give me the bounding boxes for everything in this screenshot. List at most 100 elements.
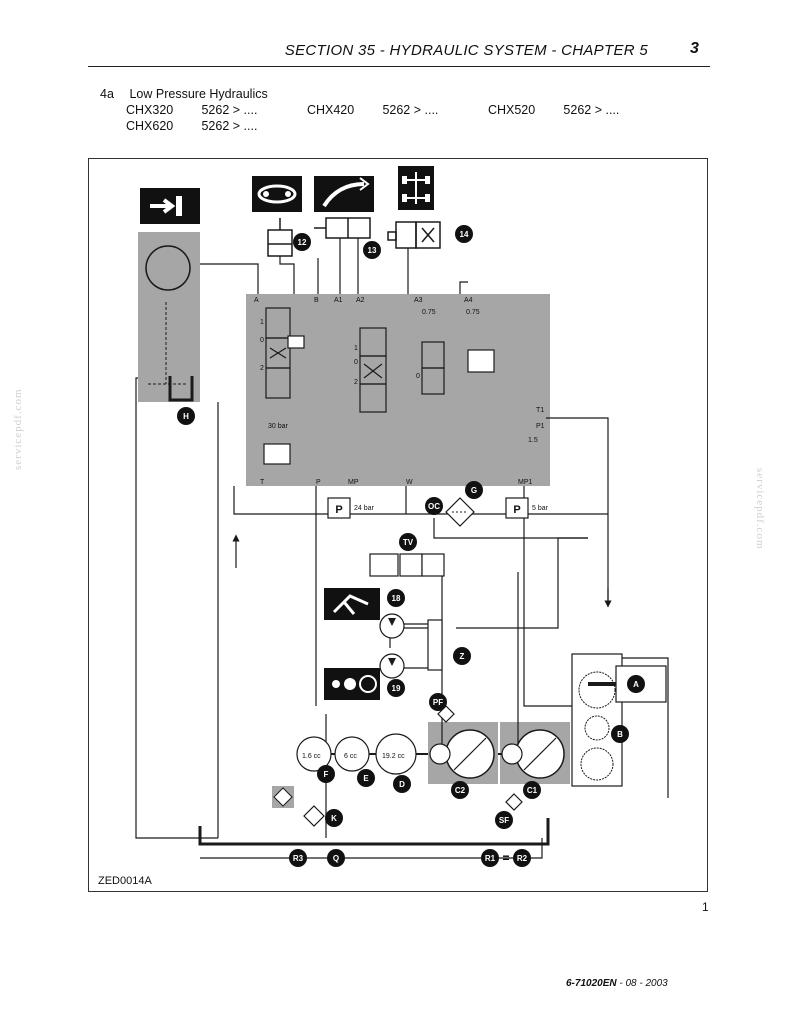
pump-f-displacement: 1.6 cc xyxy=(302,753,321,760)
filter-sf xyxy=(505,793,523,811)
callout-f-label: F xyxy=(324,770,329,779)
callout-k xyxy=(325,809,343,827)
cylinder-13 xyxy=(314,217,371,239)
section-title: SECTION 35 - HYDRAULIC SYSTEM - CHAPTER … xyxy=(284,42,648,59)
valve-spool-2 xyxy=(359,327,387,413)
pressure-setting-left: 24 bar xyxy=(354,505,375,512)
model-serial: 5262 > .... xyxy=(563,103,620,117)
callout-b xyxy=(611,725,629,743)
watermark-right: servicepdf.com xyxy=(754,468,766,550)
callout-19 xyxy=(387,679,405,697)
pressure-port-left-box xyxy=(327,497,351,519)
port-a3: A3 xyxy=(414,297,423,304)
spout-function-icon xyxy=(314,176,374,212)
spool2-pos2: 2 xyxy=(354,379,358,386)
callout-12 xyxy=(293,233,311,251)
cylinder-12 xyxy=(267,218,293,257)
port-mp1: MP1 xyxy=(518,479,533,486)
callout-19-label: 19 xyxy=(392,684,401,693)
cooler-z xyxy=(427,619,443,671)
model-name: CHX520 xyxy=(487,103,536,117)
valve-spool-3 xyxy=(421,341,445,395)
diagram-frame xyxy=(88,158,708,892)
callout-18-label: 18 xyxy=(392,594,401,603)
hydraulic-lines xyxy=(135,238,669,859)
callout-b-label: B xyxy=(617,730,623,739)
restrictor-a4: 0.75 xyxy=(466,309,480,316)
callout-r3 xyxy=(289,849,307,867)
port-a4: A4 xyxy=(464,297,473,304)
port-a: A xyxy=(254,297,259,304)
pressure-port-left-label: P xyxy=(335,504,342,516)
tank-block-h xyxy=(138,232,200,402)
callout-tv xyxy=(399,533,417,551)
orifice-p1: 1.5 xyxy=(528,437,538,444)
port-p1: P1 xyxy=(536,423,545,430)
port-t1: T1 xyxy=(536,407,544,414)
port-w: W xyxy=(406,479,413,486)
callout-c1-label: C1 xyxy=(527,786,538,795)
callout-k-label: K xyxy=(331,814,337,823)
callout-sf-label: SF xyxy=(499,816,509,825)
callout-g-label: G xyxy=(471,486,477,495)
callout-c1 xyxy=(523,781,541,799)
spool2-pos1: 1 xyxy=(354,345,358,352)
filter-k xyxy=(303,805,325,827)
port-a1: A1 xyxy=(334,297,343,304)
callout-14 xyxy=(455,225,473,243)
4wd-function-icon xyxy=(398,166,434,210)
spool3-pos0: 0 xyxy=(416,373,420,380)
callout-r2-label: R2 xyxy=(517,854,528,863)
callout-a-label: A xyxy=(633,680,639,689)
valve-block-g xyxy=(246,294,550,486)
document-number: 6-71020EN xyxy=(566,978,617,989)
model-name: CHX420 xyxy=(306,103,355,117)
diagram-ref-code: ZED0014A xyxy=(98,875,152,887)
callout-equals: = xyxy=(502,851,509,865)
callout-q-label: Q xyxy=(333,854,339,863)
callout-13-label: 13 xyxy=(368,246,377,255)
pressure-setting-right: 5 bar xyxy=(532,505,549,512)
callout-oc-label: OC xyxy=(428,502,440,511)
callout-h-label: H xyxy=(183,412,189,421)
callout-h xyxy=(177,407,195,425)
valve-tv xyxy=(369,553,445,577)
restrictor-a3: 0.75 xyxy=(422,309,436,316)
model-name: CHX620 xyxy=(126,119,174,133)
pump-e-displacement: 6 cc xyxy=(344,753,357,760)
threshing-function-icon xyxy=(324,668,380,700)
port-a2: A2 xyxy=(356,297,365,304)
model-serial: 5262 > .... xyxy=(382,103,439,117)
model-name: CHX320 xyxy=(126,103,174,117)
callout-pf xyxy=(429,693,447,711)
port-t: T xyxy=(260,479,265,486)
valve-spool-1 xyxy=(265,307,305,399)
port-b: B xyxy=(314,297,319,304)
header-function-icon xyxy=(324,588,380,620)
port-p: P xyxy=(316,479,321,486)
intro-block: 4a Low Pressure Hydraulics CHX320 5262 >… xyxy=(100,86,619,134)
callout-r2 xyxy=(513,849,531,867)
callout-e-label: E xyxy=(363,774,369,783)
model-serial: 5262 > .... xyxy=(201,119,258,133)
spool1-pos2: 2 xyxy=(260,365,264,372)
spool1-pos0: 0 xyxy=(260,337,264,344)
relief-setting: 30 bar xyxy=(268,423,289,430)
callout-q xyxy=(327,849,345,867)
callout-z xyxy=(453,647,471,665)
page-footer: 6-71020EN - 08 - 2003 xyxy=(566,978,668,989)
callout-d-label: D xyxy=(399,780,405,789)
callout-r1-label: R1 xyxy=(485,854,496,863)
header-rule xyxy=(88,66,710,67)
callout-12-label: 12 xyxy=(298,238,307,247)
spool2-pos0: 0 xyxy=(354,359,358,366)
model-serial: 5262 > .... xyxy=(201,103,258,117)
watermark-left: servicepdf.com xyxy=(12,388,24,471)
port-mp: MP xyxy=(348,479,359,486)
pump-d-displacement: 19.2 cc xyxy=(382,753,405,760)
hoist-function-icon xyxy=(140,188,200,224)
callout-c2 xyxy=(451,781,469,799)
callout-tv-label: TV xyxy=(403,538,414,547)
figure-number: 1 xyxy=(702,900,709,914)
reel-function-icon xyxy=(252,176,302,212)
